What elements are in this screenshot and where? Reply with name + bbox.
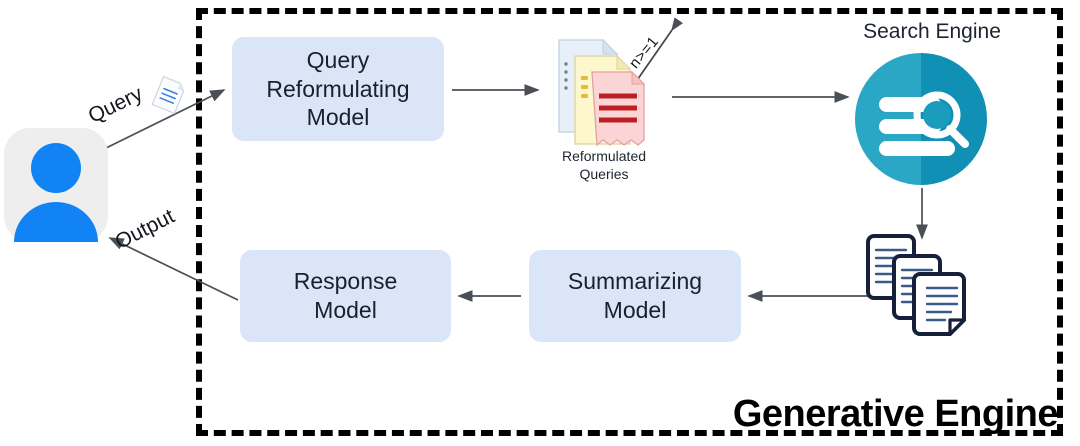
node-query-reformulating-model[interactable]: Query Reformulating Model — [232, 37, 444, 141]
node-label-line3: Model — [306, 104, 370, 131]
generative-engine-title: Generative Engine — [732, 393, 1059, 435]
node-summarizing-model[interactable]: Summarizing Model — [529, 250, 741, 342]
edge-label-query: Query — [84, 82, 147, 128]
reformulated-queries-label-line1: Reformulated — [561, 148, 647, 164]
node-response-model[interactable]: Response Model — [240, 250, 451, 342]
node-label-line2: Model — [603, 297, 667, 323]
edge-label-output: Output — [111, 204, 179, 254]
reformulated-queries-label: Reformulated Queries — [534, 147, 674, 183]
node-label-line2: Model — [314, 297, 377, 323]
document-stack-icon — [558, 38, 646, 147]
search-engine-icon[interactable] — [855, 53, 987, 185]
user-avatar-icon — [4, 128, 108, 242]
node-label-line2: Reformulating — [266, 75, 410, 102]
node-label-line1: Query — [306, 46, 370, 73]
query-document-icon — [151, 75, 185, 115]
reformulated-queries-label-line2: Queries — [579, 166, 629, 183]
retrieved-documents-icon — [866, 234, 966, 336]
node-label-line1: Response — [293, 268, 398, 295]
search-engine-label: Search Engine — [863, 20, 1001, 43]
node-label-line1: Summarizing — [567, 268, 703, 295]
generative-engine-boundary — [196, 8, 1063, 436]
